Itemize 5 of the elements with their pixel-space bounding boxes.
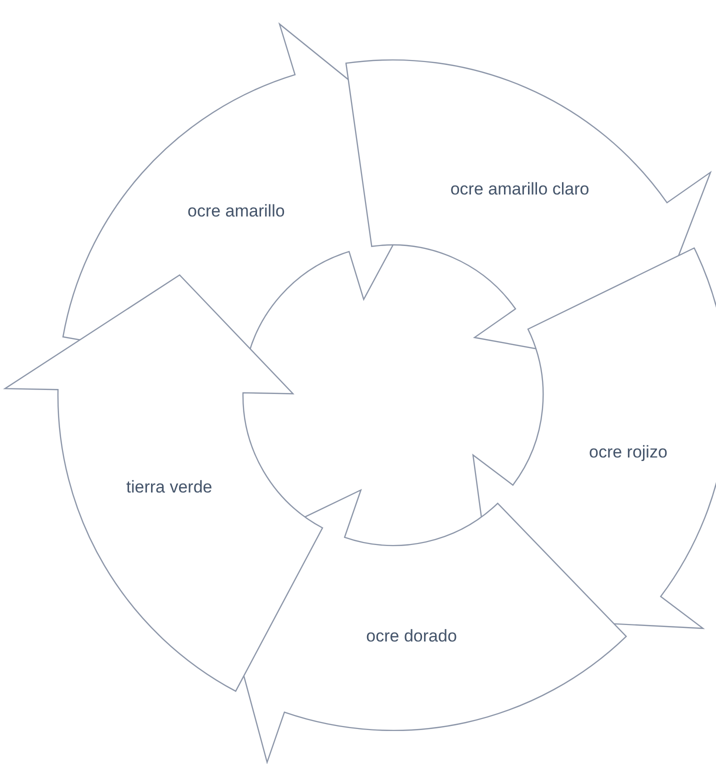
segment-label: ocre rojizo — [589, 441, 668, 464]
segment-label: ocre dorado — [366, 626, 457, 648]
segment-label: tierra verde — [126, 476, 212, 498]
segment-label: ocre amarillo — [187, 200, 285, 222]
segment-label: ocre amarillo claro — [450, 178, 590, 200]
